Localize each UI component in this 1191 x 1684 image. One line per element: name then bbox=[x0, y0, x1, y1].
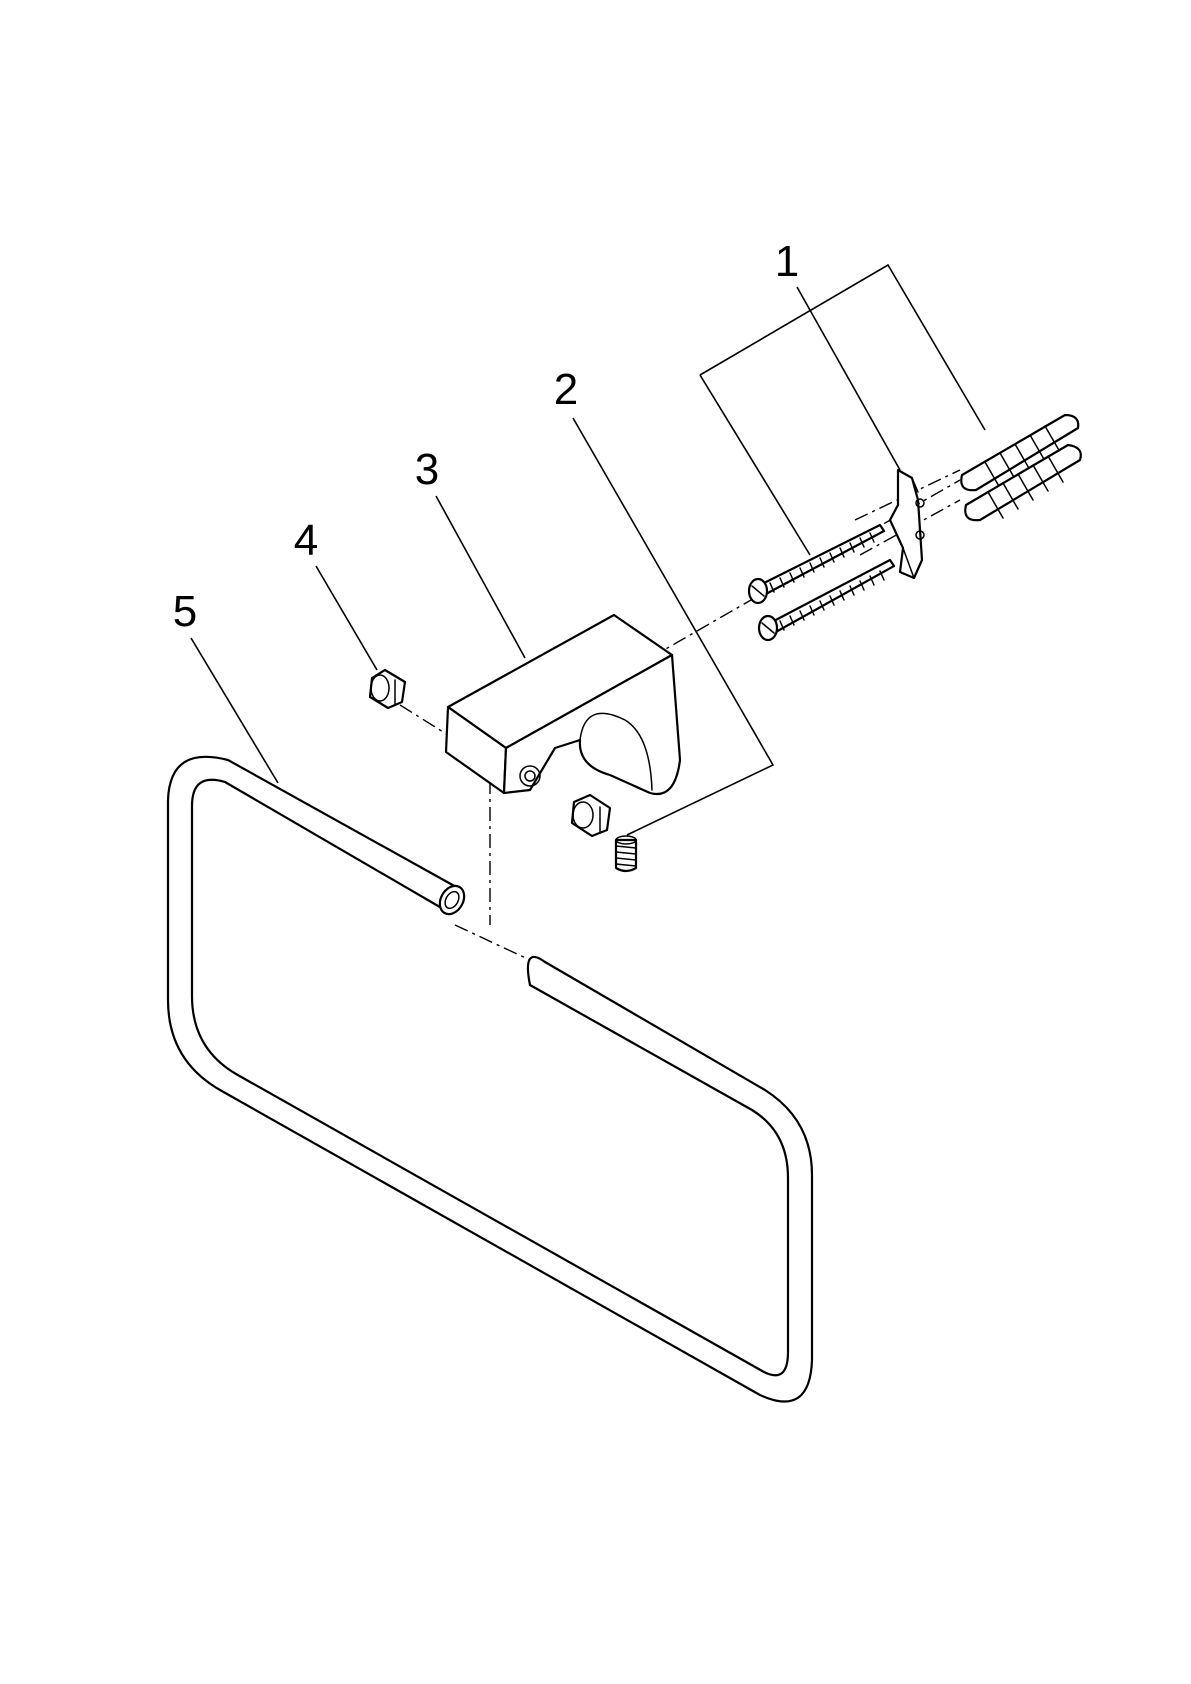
end-cap-upper bbox=[368, 668, 407, 710]
wall-anchor-lower bbox=[964, 443, 1082, 522]
wall-plate bbox=[888, 468, 925, 580]
screw-upper bbox=[747, 523, 886, 605]
leader-4 bbox=[315, 565, 378, 671]
leader-3 bbox=[435, 495, 526, 659]
end-cap-lower bbox=[570, 793, 612, 838]
set-screw bbox=[614, 835, 638, 873]
towel-ring bbox=[166, 755, 814, 1403]
callout-label-2: 2 bbox=[554, 365, 578, 414]
leader-2 bbox=[572, 417, 775, 836]
holder-body bbox=[444, 613, 682, 796]
leader-lines bbox=[190, 263, 986, 836]
callout-label-3: 3 bbox=[415, 445, 439, 494]
callout-label-1: 1 bbox=[775, 237, 799, 286]
leader-1-plate bbox=[796, 286, 901, 471]
leader-1-bracket bbox=[699, 263, 986, 431]
callout-label-5: 5 bbox=[173, 587, 197, 636]
leader-5 bbox=[190, 637, 279, 784]
wall-anchor-upper bbox=[960, 413, 1080, 492]
screw-lower bbox=[757, 558, 896, 642]
leader-1-screws bbox=[699, 374, 811, 556]
callout-label-4: 4 bbox=[294, 516, 318, 565]
